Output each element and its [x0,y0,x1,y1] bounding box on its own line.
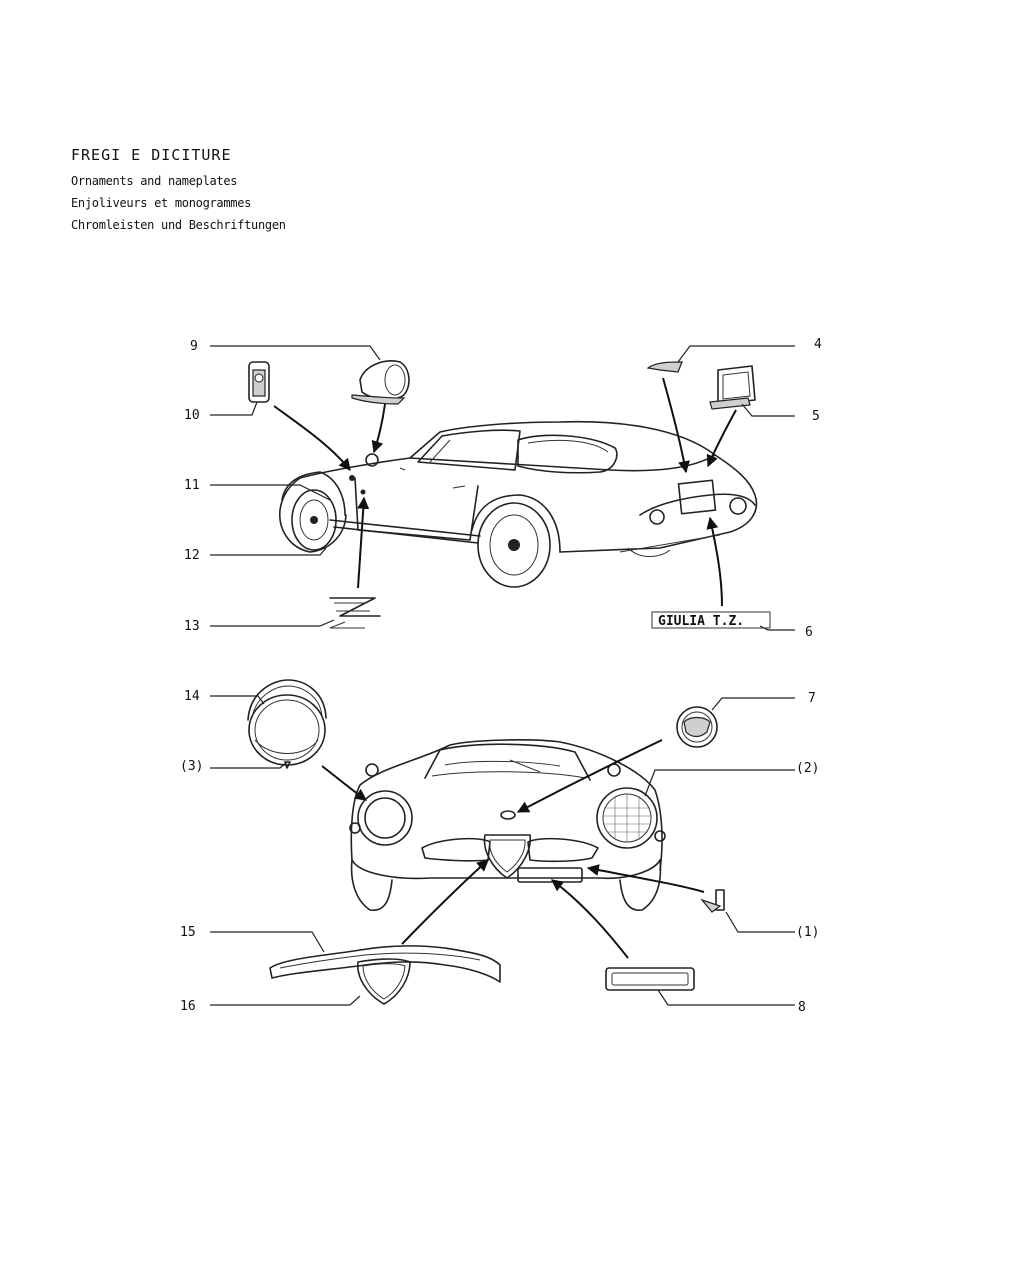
part-9-mirror [351,360,410,405]
part-8-plate-frame [605,967,695,991]
label-4: 4 [814,337,822,352]
label-2: (2) [796,761,819,776]
label-6: 6 [805,625,813,640]
label-11: 11 [184,478,200,493]
label-10: 10 [184,408,200,423]
label-15: 15 [180,925,196,940]
part-4-emblem [646,361,683,373]
part-6-nameplate: GIULIA T.Z. [651,611,771,629]
nameplate-text: GIULIA T.Z. [658,614,744,629]
part-16-shield [357,958,411,1005]
label-5: 5 [812,409,820,424]
subtitle-french: Enjoliveurs et monogrammes [71,196,252,210]
pointer-arrows [273,377,737,959]
part-5-frame [709,365,756,410]
part-10-badge [248,361,270,403]
label-14: 14 [184,689,200,704]
page-title: FREGI E DICITURE [71,146,232,164]
part-14-headlamp-ring [247,679,327,769]
label-8: 8 [798,1000,806,1015]
page-header: FREGI E DICITURE Ornaments and nameplate… [71,146,286,236]
label-3: (3) [180,759,203,774]
subtitle-german: Chromleisten und Beschriftungen [71,218,286,232]
rear-car-illustration [279,420,758,588]
label-16: 16 [180,999,196,1014]
label-1: (1) [796,925,819,940]
label-7: 7 [808,691,816,706]
part-1-bracket [700,889,725,913]
label-9: 9 [190,339,198,354]
front-car-illustration [349,739,666,911]
part-15-bumper [269,945,501,983]
part-7-alfa-emblem [676,706,718,748]
leader-lines [210,345,795,1006]
callout-labels: 9 10 11 12 13 4 5 6 14 (3) 7 (2) 15 16 (… [180,337,822,1015]
label-12: 12 [184,548,200,563]
label-13: 13 [184,619,200,634]
subtitle-english: Ornaments and nameplates [71,174,238,188]
part-13-zagato-badge [329,597,381,629]
